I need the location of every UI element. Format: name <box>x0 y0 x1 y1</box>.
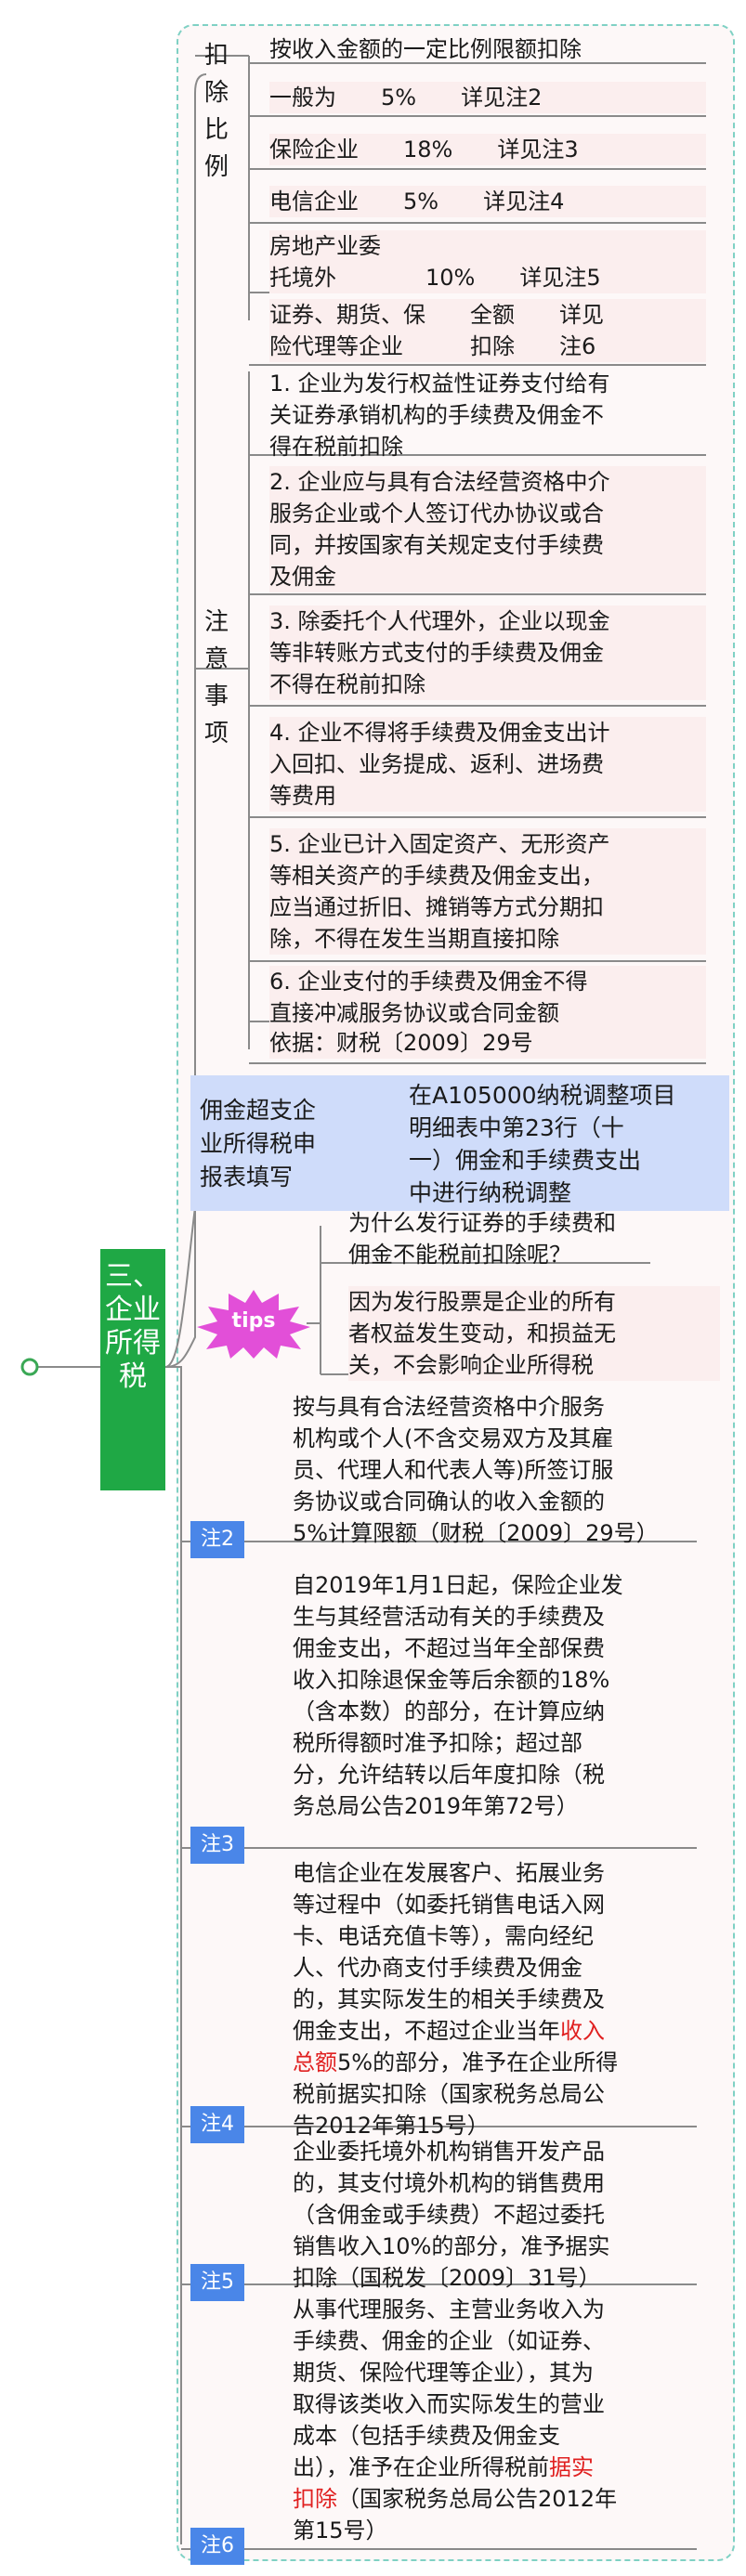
note-6-highlight: 据实 扣除 <box>293 2454 594 2512</box>
note-2-label: 注2 <box>190 1521 244 1558</box>
basis-text: 依据：财税〔2009〕29号 <box>269 1027 706 1059</box>
note-2-text: 按与具有合法经营资格中介服务 机构或个人(不含交易双方及其雇 员、代理人和代表人… <box>293 1394 659 1546</box>
deduction-row: 一般为 5% 详见注2 <box>269 82 706 113</box>
note-6-label: 注6 <box>190 2528 244 2565</box>
note-3-label: 注3 <box>190 1827 244 1864</box>
note-4-text-a: 电信企业在发展客户、拓展业务 等过程中（如委托销售电话入网 卡、电话充值卡等），… <box>293 1860 605 2044</box>
attention-item: 1. 企业为发行权益性证券支付给有 关证券承销机构的手续费及佣金不 得在税前扣除 <box>269 371 610 460</box>
note-5-text: 企业委托境外机构销售开发产品 的，其支付境外机构的销售费用 （含佣金或手续费）不… <box>293 2139 610 2291</box>
filing-panel <box>190 1075 729 1211</box>
tips-question: 为什么发行证券的手续费和 佣金不能税前扣除呢？ <box>348 1210 616 1268</box>
deduction-row: 电信企业 5% 详见注4 <box>269 186 706 217</box>
note-4-text: 电信企业在发展客户、拓展业务 等过程中（如委托销售电话入网 卡、电话充值卡等），… <box>293 1857 711 2141</box>
attention-item: 2. 企业应与具有合法经营资格中介 服务企业或个人签订代办协议或合 同，并按国家… <box>269 466 706 592</box>
filing-text: 在A105000纳税调整项目 明细表中第23行（十 一）佣金和手续费支出 中进行… <box>409 1082 676 1206</box>
note-5-label: 注5 <box>190 2264 244 2301</box>
deduction-row: 房地产业委 托境外 10% 详见注5 <box>269 230 706 293</box>
note-4-highlight: 收入 总额 <box>293 2018 605 2075</box>
attention-item: 5. 企业已计入固定资产、无形资产 等相关资产的手续费及佣金支出， 应当通过折旧… <box>269 828 706 955</box>
note-4-label: 注4 <box>190 2106 244 2143</box>
tips-answer: 因为发行股票是企业的所有 者权益发生变动，和损益无 关，不会影响企业所得税 <box>348 1286 720 1381</box>
deduction-row: 按收入金额的一定比例限额扣除 <box>269 36 582 62</box>
attention-item: 4. 企业不得将手续费及佣金支出计 入回扣、业务提成、返利、进场费 等费用 <box>269 717 706 812</box>
note-6-text-b: （国家税务总局公告2012年 第15号） <box>293 2486 618 2543</box>
deduction-label: 扣 除 比 例 <box>204 42 229 181</box>
attention-item: 6. 企业支付的手续费及佣金不得 直接冲减服务协议或合同金额 <box>269 966 706 1029</box>
note-6-text-a: 从事代理服务、主营业务收入为 手续费、佣金的企业（如证券、 期货、保险代理等企业… <box>293 2296 605 2480</box>
deduction-row: 证券、期货、保 全额 详见 险代理等企业 扣除 注6 <box>269 299 706 362</box>
attention-item: 3. 除委托个人代理外，企业以现金 等非转账方式支付的手续费及佣金 不得在税前扣… <box>269 605 706 700</box>
note-6-text: 从事代理服务、主营业务收入为 手续费、佣金的企业（如证券、 期货、保险代理等企业… <box>293 2294 711 2546</box>
attention-label: 注 意 事 项 <box>204 608 229 748</box>
note-4-text-b: 5%的部分，准予在企业所得 税前据实扣除（国家税务总局公 告2012年第15号） <box>293 2049 619 2139</box>
note-3-text: 自2019年1月1日起，保险企业发 生与其经营活动有关的手续费及 佣金支出，不超… <box>293 1572 623 1819</box>
root-topic[interactable]: 三、企业所得税 <box>100 1249 165 1490</box>
root-anchor-circle <box>20 1358 39 1376</box>
deduction-row: 保险企业 18% 详见注3 <box>269 134 706 165</box>
tips-starburst-icon <box>197 1290 310 1359</box>
filing-label: 佣金超支企 业所得税申 报表填写 <box>200 1097 317 1190</box>
tips-label: tips <box>231 1309 276 1333</box>
